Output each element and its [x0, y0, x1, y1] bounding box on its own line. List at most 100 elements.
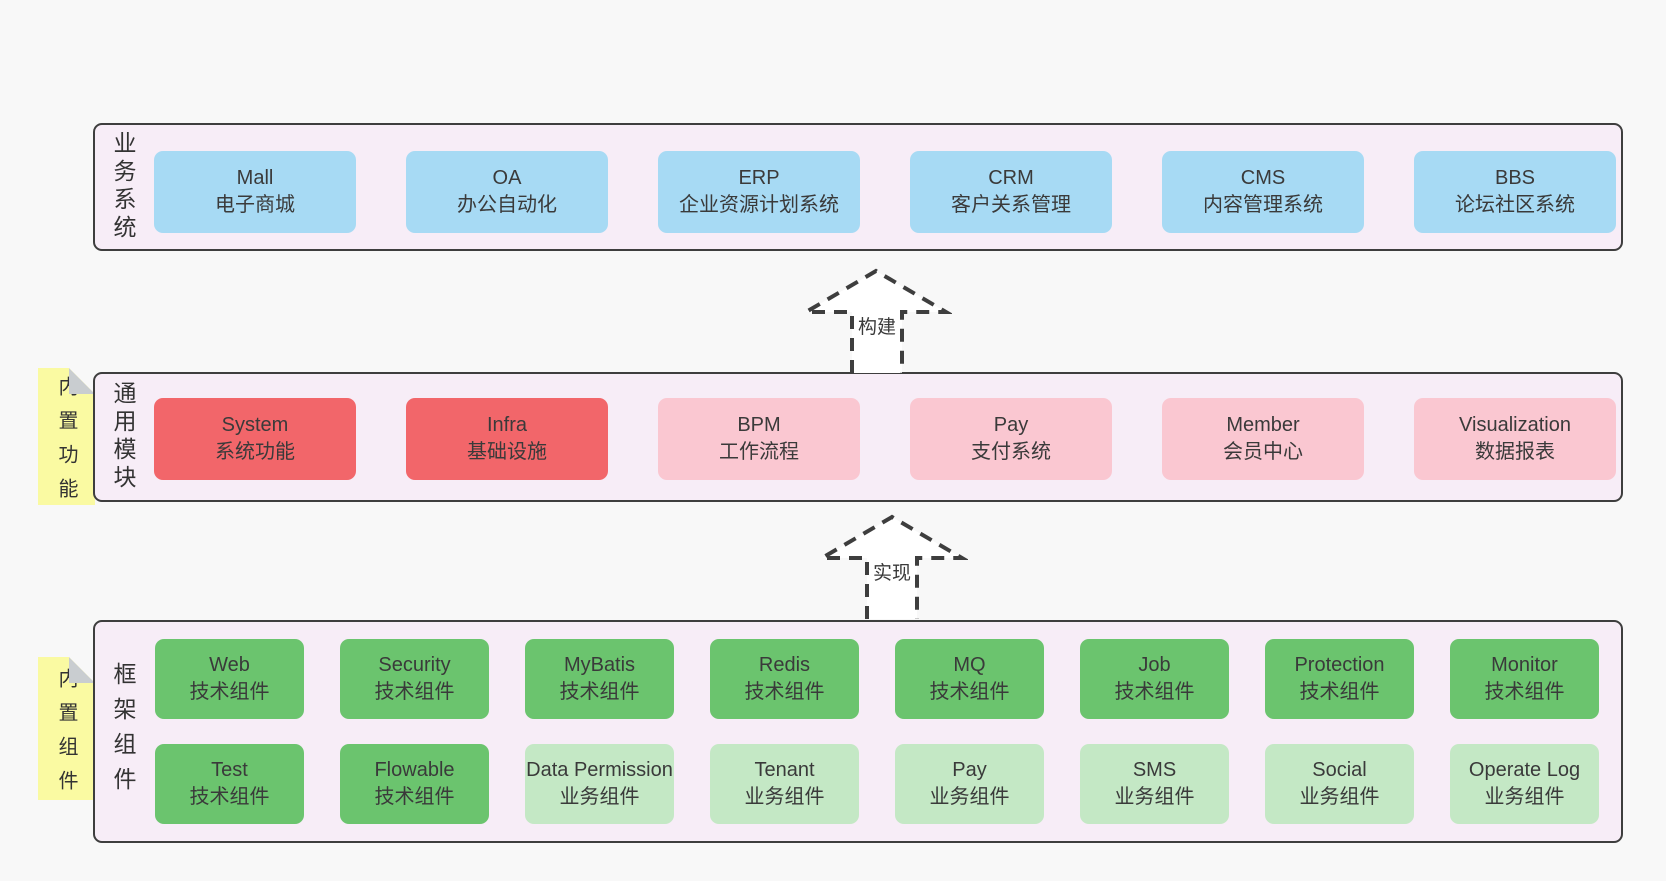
- box-desc: 内容管理系统: [1203, 194, 1323, 216]
- box-member: Member 会员中心: [1162, 398, 1364, 480]
- box-erp: ERP 企业资源计划系统: [658, 151, 860, 233]
- box-desc: 业务组件: [559, 786, 640, 808]
- box-test: Test 技术组件: [155, 744, 304, 824]
- box-desc: 技术组件: [189, 681, 270, 703]
- layer-label-components: 框架组件: [110, 661, 136, 802]
- folded-corner-icon: [69, 657, 95, 683]
- box-desc: 业务组件: [744, 786, 825, 808]
- box-desc: 技术组件: [559, 681, 640, 703]
- box-name: OA: [492, 167, 522, 189]
- box-name: SMS: [1132, 759, 1177, 781]
- box-desc: 技术组件: [1484, 681, 1565, 703]
- box-data-permission: Data Permission 业务组件: [525, 744, 674, 824]
- box-name: BBS: [1494, 167, 1536, 189]
- box-desc: 技术组件: [374, 681, 455, 703]
- sticky-tag-label: 内置功能: [55, 375, 77, 512]
- box-desc: 技术组件: [744, 681, 825, 703]
- box-name: Redis: [758, 654, 811, 676]
- box-tenant: Tenant 业务组件: [710, 744, 859, 824]
- box-flowable: Flowable 技术组件: [340, 744, 489, 824]
- box-visualization: Visualization 数据报表: [1414, 398, 1616, 480]
- box-web: Web 技术组件: [155, 639, 304, 719]
- box-social: Social 业务组件: [1265, 744, 1414, 824]
- box-desc: 支付系统: [971, 441, 1051, 463]
- components-row-1: Web 技术组件 Security 技术组件 MyBatis 技术组件 Redi…: [155, 639, 1599, 719]
- layer-business-systems: 业务系统 Mall 电子商城 OA 办公自动化 ERP 企业资源计划系统 CRM…: [93, 123, 1623, 251]
- box-cms: CMS 内容管理系统: [1162, 151, 1364, 233]
- box-desc: 基础设施: [467, 441, 547, 463]
- box-desc: 业务组件: [1484, 786, 1565, 808]
- components-row-2: Test 技术组件 Flowable 技术组件 Data Permission …: [155, 744, 1599, 824]
- box-name: Monitor: [1491, 654, 1558, 676]
- box-desc: 会员中心: [1223, 441, 1303, 463]
- box-name: Tenant: [754, 759, 815, 781]
- modules-boxes-row: System 系统功能 Infra 基础设施 BPM 工作流程 Pay 支付系统…: [154, 398, 1616, 480]
- box-name: Data Permission: [526, 759, 673, 781]
- box-name: Social: [1312, 759, 1367, 781]
- box-redis: Redis 技术组件: [710, 639, 859, 719]
- box-infra: Infra 基础设施: [406, 398, 608, 480]
- box-name: MyBatis: [563, 654, 636, 676]
- box-pay-system: Pay 支付系统: [910, 398, 1112, 480]
- box-name: Flowable: [374, 759, 455, 781]
- box-mq: MQ 技术组件: [895, 639, 1044, 719]
- layer-common-modules: 通用模块 System 系统功能 Infra 基础设施 BPM 工作流程 Pay…: [93, 372, 1623, 502]
- box-name: Mall: [236, 167, 274, 189]
- box-desc: 技术组件: [929, 681, 1010, 703]
- box-desc: 企业资源计划系统: [679, 194, 839, 216]
- box-oa: OA 办公自动化: [406, 151, 608, 233]
- box-desc: 数据报表: [1475, 441, 1555, 463]
- box-crm: CRM 客户关系管理: [910, 151, 1112, 233]
- sticky-tag-built-in-components: 内置组件: [38, 657, 95, 800]
- box-desc: 电子商城: [215, 194, 295, 216]
- layer-label-modules: 通用模块: [110, 381, 136, 493]
- box-desc: 论坛社区系统: [1455, 194, 1575, 216]
- box-name: Test: [211, 759, 248, 781]
- box-desc: 工作流程: [719, 441, 799, 463]
- box-mall: Mall 电子商城: [154, 151, 356, 233]
- business-boxes-row: Mall 电子商城 OA 办公自动化 ERP 企业资源计划系统 CRM 客户关系…: [154, 151, 1616, 233]
- box-desc: 技术组件: [189, 786, 270, 808]
- box-security: Security 技术组件: [340, 639, 489, 719]
- box-name: Protection: [1294, 654, 1385, 676]
- box-desc: 业务组件: [929, 786, 1010, 808]
- box-name: ERP: [738, 167, 780, 189]
- box-name: Operate Log: [1468, 759, 1581, 781]
- box-monitor: Monitor 技术组件: [1450, 639, 1599, 719]
- box-mybatis: MyBatis 技术组件: [525, 639, 674, 719]
- arrow-label-build: 构建: [855, 312, 899, 339]
- box-sms: SMS 业务组件: [1080, 744, 1229, 824]
- sticky-tag-built-in-features: 内置功能: [38, 368, 95, 505]
- box-name: System: [221, 414, 289, 436]
- box-name: MQ: [953, 654, 986, 676]
- box-desc: 技术组件: [374, 786, 455, 808]
- box-desc: 客户关系管理: [951, 194, 1071, 216]
- box-name: Pay: [952, 759, 987, 781]
- box-bpm: BPM 工作流程: [658, 398, 860, 480]
- box-name: CMS: [1240, 167, 1286, 189]
- box-name: Job: [1138, 654, 1171, 676]
- box-name: BPM: [737, 414, 781, 436]
- arrow-label-implement: 实现: [870, 558, 914, 585]
- box-desc: 办公自动化: [457, 194, 557, 216]
- sticky-tag-label: 内置组件: [55, 667, 77, 804]
- box-bbs: BBS 论坛社区系统: [1414, 151, 1616, 233]
- box-desc: 技术组件: [1114, 681, 1195, 703]
- box-pay-component: Pay 业务组件: [895, 744, 1044, 824]
- box-name: CRM: [988, 167, 1034, 189]
- box-name: Web: [209, 654, 250, 676]
- layer-label-business: 业务系统: [110, 131, 136, 243]
- folded-corner-icon: [69, 368, 95, 394]
- box-desc: 业务组件: [1299, 786, 1380, 808]
- box-name: Security: [378, 654, 451, 676]
- box-desc: 系统功能: [215, 441, 295, 463]
- box-desc: 业务组件: [1114, 786, 1195, 808]
- box-protection: Protection 技术组件: [1265, 639, 1414, 719]
- box-name: Member: [1226, 414, 1300, 436]
- box-name: Visualization: [1459, 414, 1571, 436]
- box-name: Pay: [993, 414, 1029, 436]
- box-system: System 系统功能: [154, 398, 356, 480]
- box-job: Job 技术组件: [1080, 639, 1229, 719]
- box-name: Infra: [486, 414, 528, 436]
